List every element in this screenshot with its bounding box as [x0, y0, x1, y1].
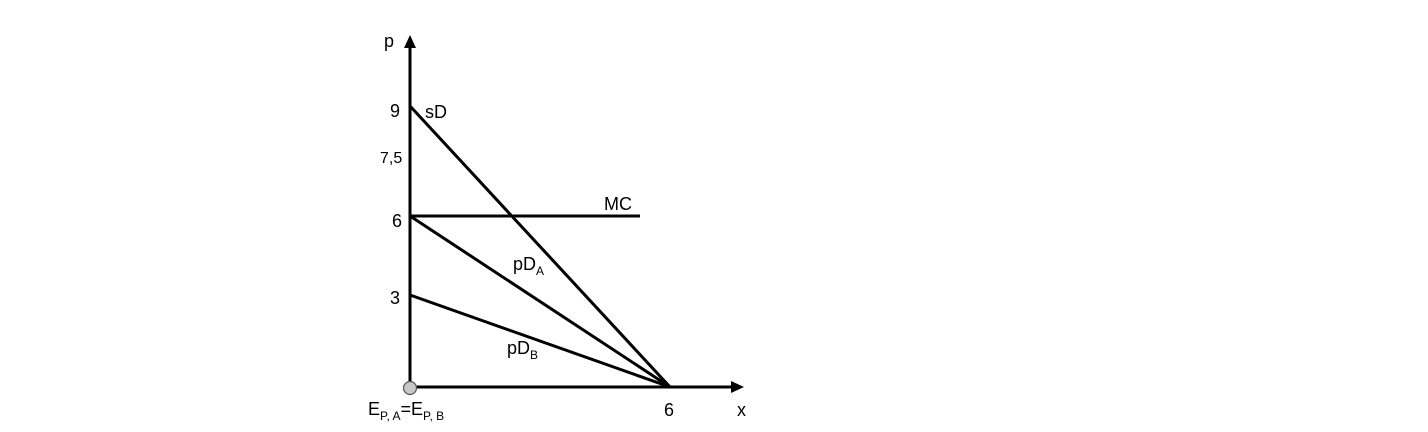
origin-label-part2-sub: P, B: [423, 409, 444, 423]
y-tick-3: 3: [390, 288, 400, 308]
curve-pDB: [409, 293, 671, 389]
label-pDB-main: pD: [507, 338, 530, 358]
label-pDA-sub: A: [536, 264, 544, 278]
x-tick-6: 6: [664, 400, 674, 420]
origin-label-part1-main: E: [368, 399, 380, 419]
label-pDA: pDA: [513, 254, 544, 278]
origin-label-equals: =: [400, 399, 411, 419]
label-sD: sD: [425, 102, 447, 122]
origin-label: EP, A=EP, B: [368, 399, 444, 423]
y-axis-arrow: [404, 35, 416, 48]
curve-pDA: [409, 214, 671, 389]
y-tick-9: 9: [390, 101, 400, 121]
label-pDB: pDB: [507, 338, 538, 362]
y-tick-7-5: 7,5: [380, 150, 402, 167]
y-axis-label: p: [384, 31, 394, 51]
origin-marker: [402, 380, 418, 396]
origin-label-part1-sub: P, A: [380, 409, 400, 423]
label-MC: MC: [604, 194, 632, 214]
y-tick-6: 6: [392, 211, 402, 231]
label-pDA-main: pD: [513, 254, 536, 274]
x-axis-label: x: [737, 400, 746, 420]
origin-label-part2-main: E: [411, 399, 423, 419]
x-axis-arrow: [731, 381, 744, 393]
curve-sD: [408, 104, 672, 389]
label-pDB-sub: B: [530, 348, 538, 362]
